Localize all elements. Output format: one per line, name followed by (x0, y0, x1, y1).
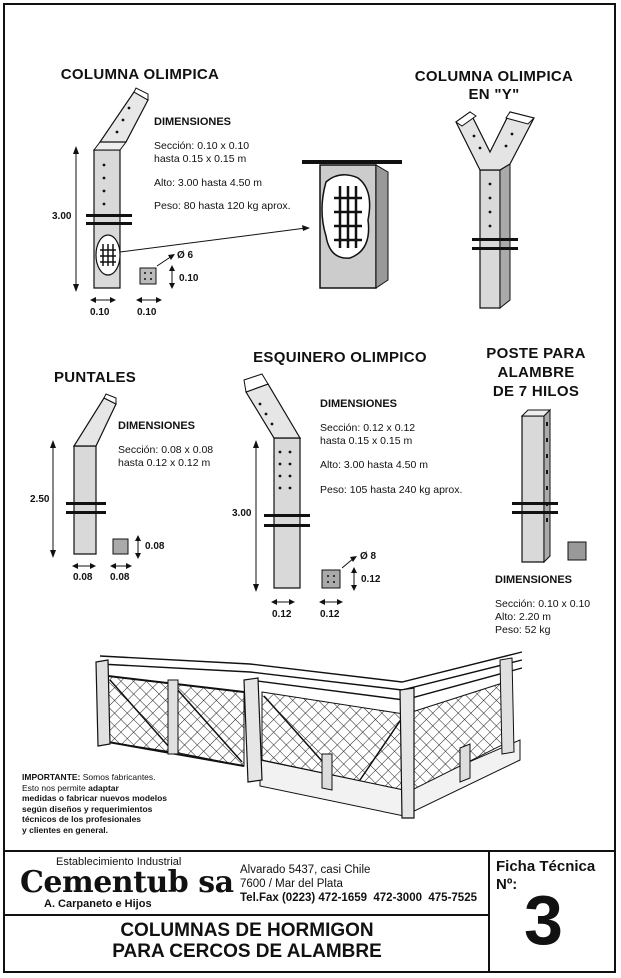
esquinero-seccion-1: Sección: 0.12 x 0.12 (320, 422, 416, 434)
esquinero-diameter: Ø 8 (360, 551, 377, 562)
puntales-width-a: 0.08 (73, 572, 93, 583)
columna-olimpica-seccion-1: Sección: 0.10 x 0.10 (154, 140, 250, 152)
columna-olimpica-peso: Peso: 80 hasta 120 kg aprox. (154, 200, 291, 212)
phone-numbers: Tel.Fax (0223) 472-1659 472-3000 475-752… (240, 892, 477, 904)
importante-line2a: Esto nos permite (22, 782, 89, 793)
poste-alto: Alto: 2.20 m (495, 611, 552, 623)
importante-line5: técnicos de los profesionales (22, 814, 142, 825)
puntales-seccion-1: Sección: 0.08 x 0.08 (118, 444, 214, 456)
columna-olimpica-title: COLUMNA OLIMPICA (60, 66, 220, 83)
footer-mid-rule (5, 914, 489, 916)
establecimiento-label: Establecimiento Industrial (56, 856, 182, 868)
esquinero-width-a: 0.12 (272, 609, 292, 620)
importante-line6: y clientes en general. (22, 824, 108, 835)
esquinero-dim-title: DIMENSIONES (320, 398, 398, 410)
columna-olimpica-width-b: 0.10 (137, 307, 157, 318)
address-line-1: Alvarado 5437, casi Chile (240, 864, 371, 876)
poste-dim-title: DIMENSIONES (495, 574, 573, 586)
columna-olimpica-alto: Alto: 3.00 hasta 4.50 m (154, 177, 262, 189)
puntales-seccion-2: hasta 0.12 x 0.12 m (118, 457, 211, 469)
page-frame (3, 3, 616, 973)
columna-olimpica-width-a: 0.10 (90, 307, 110, 318)
puntales-dim-title: DIMENSIONES (118, 420, 196, 432)
importante-line3: medidas o fabricar nuevos modelos (22, 793, 168, 804)
poste-title-1: POSTE PARA (486, 345, 586, 362)
brand-logo: Cementub sa (20, 865, 234, 900)
importante-line2b: adaptar (88, 782, 119, 793)
columna-olimpica-seccion-2: hasta 0.15 x 0.15 m (154, 153, 247, 165)
poste-title-3: DE 7 HILOS (492, 383, 580, 400)
importante-note: IMPORTANTE: Somos fabricantes. Esto nos … (22, 772, 222, 836)
esquinero-peso: Peso: 105 hasta 240 kg aprox. (320, 484, 463, 496)
poste-title-2: ALAMBRE (497, 364, 575, 381)
puntales-title: PUNTALES (53, 369, 137, 386)
owners-label: A. Carpaneto e Hijos (44, 898, 152, 910)
columna-olimpica-height: 3.00 (52, 211, 72, 222)
esquinero-seccion-2: hasta 0.15 x 0.15 m (320, 435, 413, 447)
columna-olimpica-dim-title: DIMENSIONES (154, 116, 232, 128)
footer-vertical-rule (488, 850, 490, 973)
importante-line4: según diseños y requerimientos (22, 803, 153, 814)
numero-label: Nº: (496, 876, 518, 893)
address-line-2: 7600 / Mar del Plata (240, 878, 343, 890)
esquinero-title: ESQUINERO OLIMPICO (253, 349, 427, 366)
main-title-line-2: PARA CERCOS DE ALAMBRE (112, 941, 382, 962)
columna-y-title-1: COLUMNA OLIMPICA (414, 68, 574, 85)
ficha-number: 3 (524, 881, 563, 959)
poste-seccion: Sección: 0.10 x 0.10 (495, 598, 591, 610)
main-title-line-1: COLUMNAS DE HORMIGON (120, 920, 374, 941)
poste-peso: Peso: 52 kg (495, 624, 551, 636)
footer-top-rule (5, 850, 616, 852)
puntales-section: 0.08 (145, 541, 165, 552)
esquinero-width-b: 0.12 (320, 609, 340, 620)
columna-y-title-2: EN "Y" (468, 86, 520, 103)
columna-olimpica-section: 0.10 (179, 273, 199, 284)
importante-lead: IMPORTANTE: (22, 772, 81, 782)
esquinero-section: 0.12 (361, 574, 381, 585)
esquinero-alto: Alto: 3.00 hasta 4.50 m (320, 459, 428, 471)
columna-olimpica-diameter: Ø 6 (177, 250, 194, 261)
puntales-width-b: 0.08 (110, 572, 130, 583)
importante-line1: Somos fabricantes. (80, 772, 156, 782)
esquinero-height: 3.00 (232, 508, 252, 519)
main-title: COLUMNAS DE HORMIGON PARA CERCOS DE ALAM… (5, 920, 489, 962)
puntales-height: 2.50 (30, 494, 50, 505)
ficha-tecnica-label: Ficha Técnica (496, 858, 596, 875)
